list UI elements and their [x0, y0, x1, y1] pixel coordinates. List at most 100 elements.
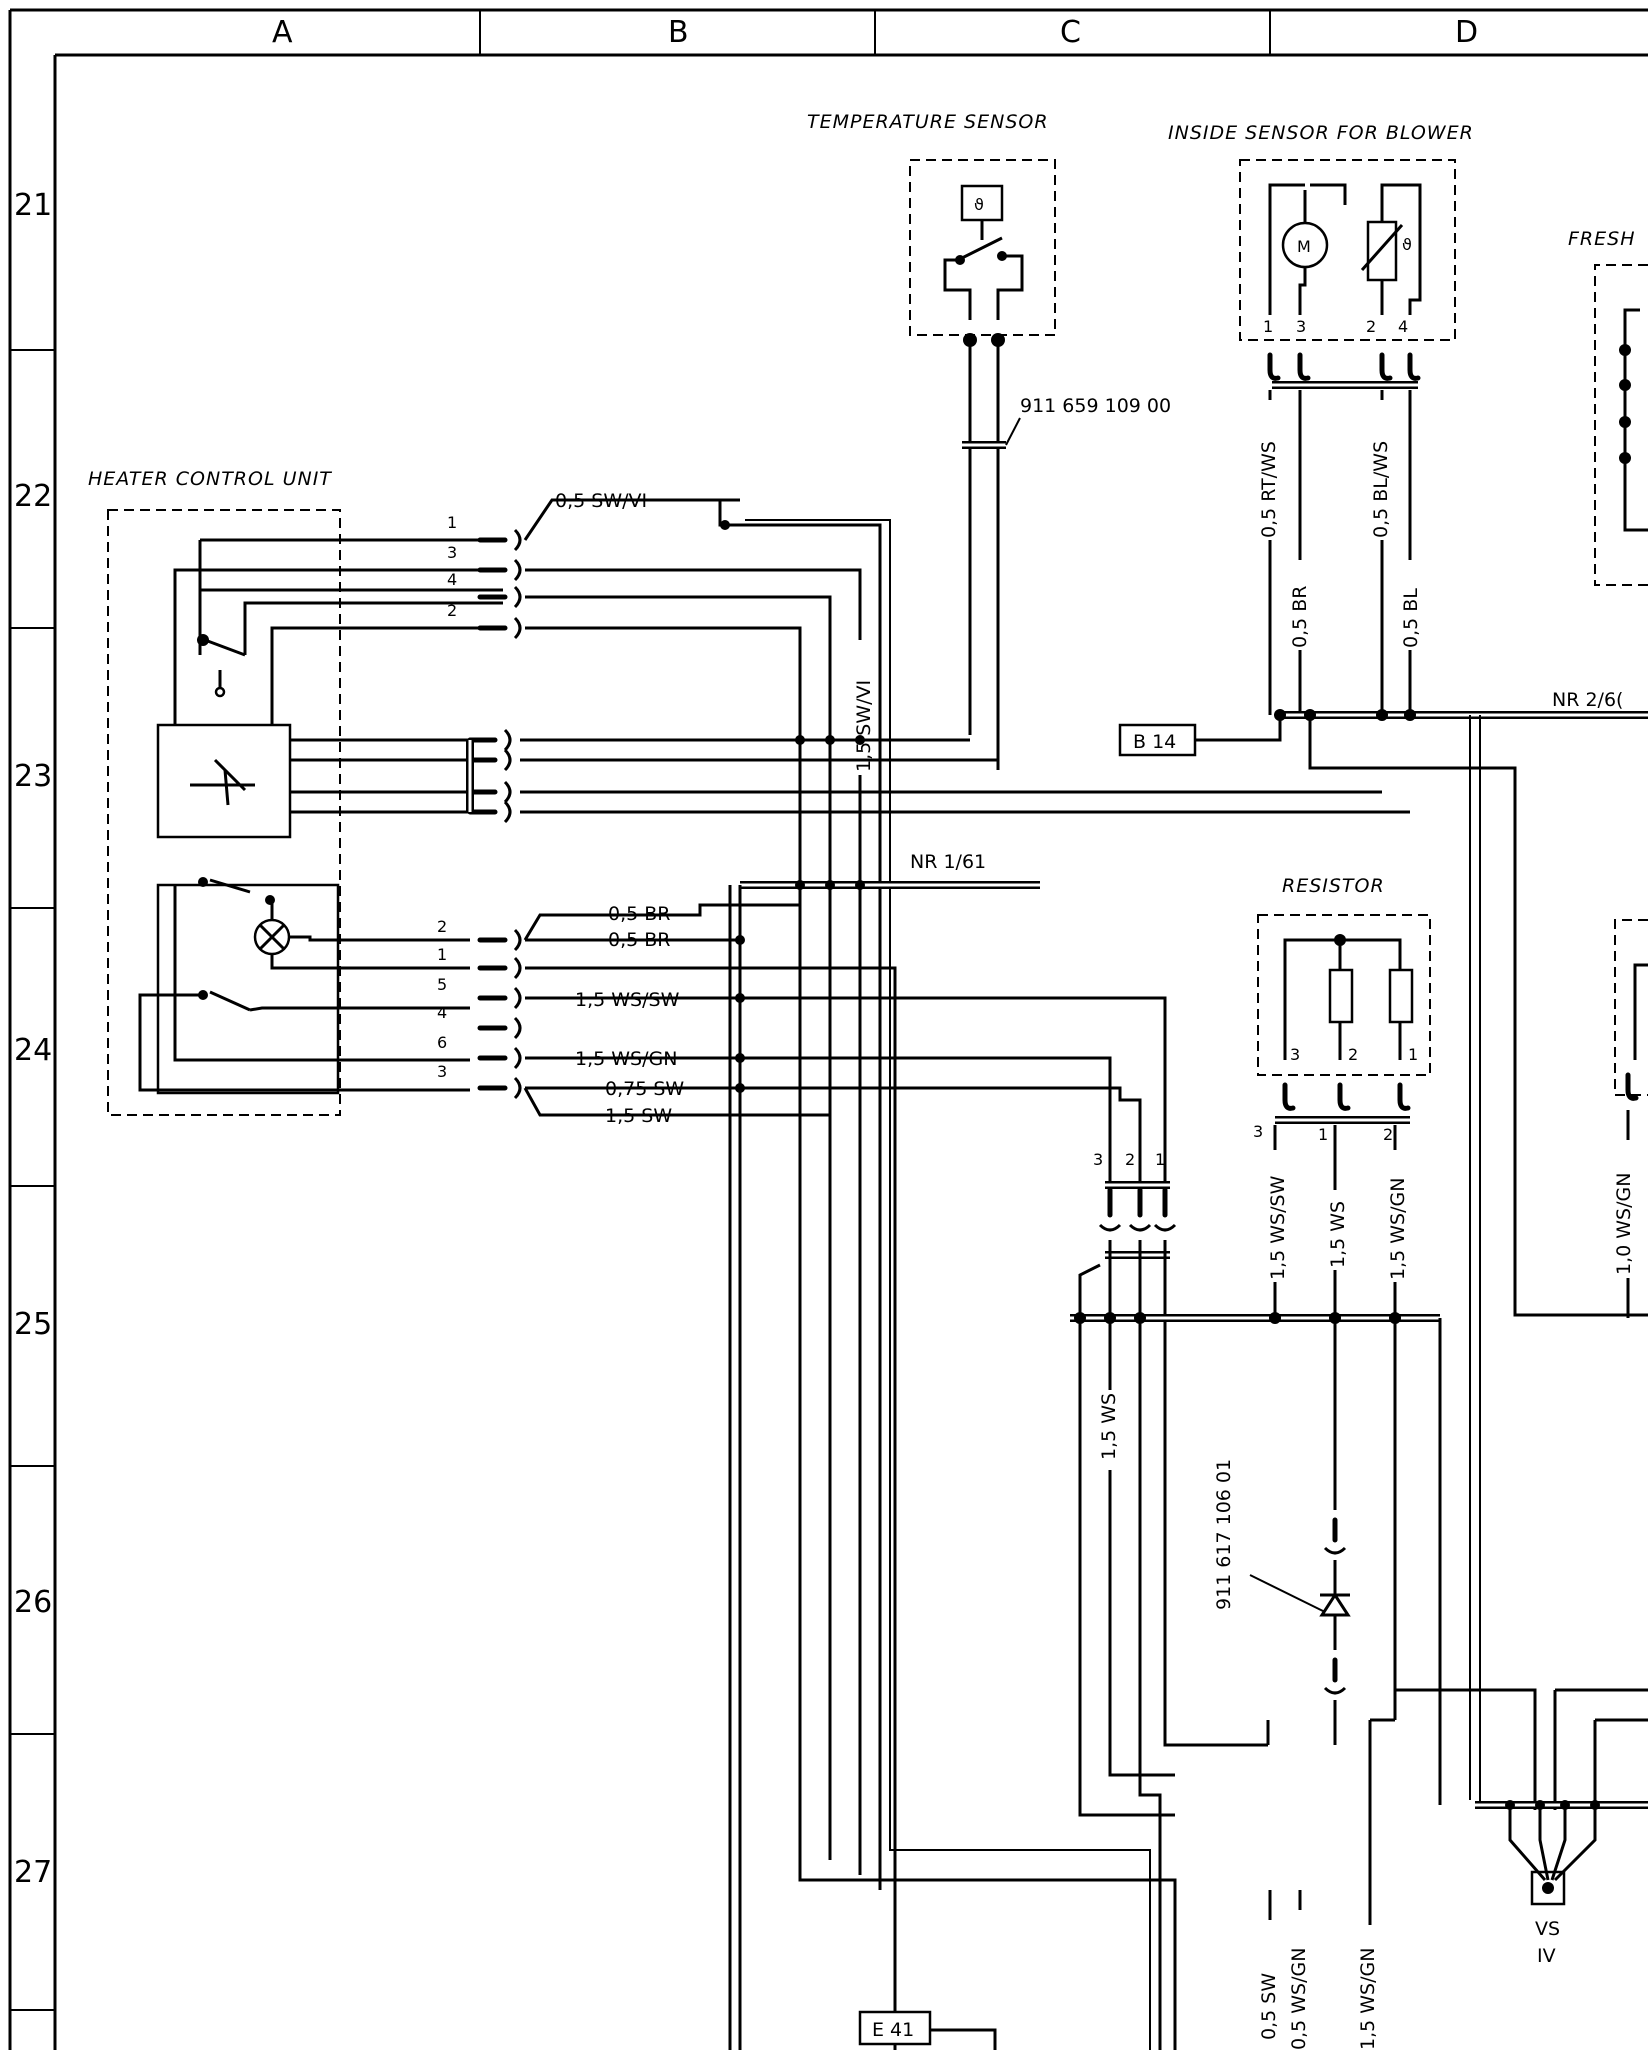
svg-text:0,5 RT/WS: 0,5 RT/WS: [1258, 441, 1280, 538]
svg-text:1,5 WS/GN: 1,5 WS/GN: [1387, 1178, 1409, 1280]
label-ws-15: 1,5 WS: [1098, 1393, 1120, 1460]
svg-text:1: 1: [1318, 1125, 1328, 1144]
column-label-d: D: [1455, 15, 1478, 50]
grid-frame: [8, 8, 1648, 2050]
temp-sensor-part-number: 911 659 109 00: [1020, 395, 1171, 417]
column-label-c: C: [1060, 15, 1081, 50]
row-label-21: 21: [14, 188, 52, 223]
row-label-26: 26: [14, 1585, 52, 1620]
temperature-sensor-theta: ϑ: [974, 195, 984, 214]
heater-control-unit-connectors-bottom: [477, 928, 522, 1100]
svg-text:0,5 BL/WS: 0,5 BL/WS: [1370, 441, 1392, 538]
row-label-24: 24: [14, 1033, 52, 1068]
b14-label: B 14: [1133, 731, 1176, 753]
resistor-element-2: [1328, 968, 1354, 1024]
e41-tag: [858, 2010, 932, 2046]
blower-sensor-theta: ϑ: [1402, 235, 1412, 254]
label-sw-vi-15: 1,5 SW/VI: [853, 680, 875, 772]
svg-text:4: 4: [447, 570, 457, 589]
motor-label: M: [1297, 237, 1311, 256]
blower-sensor-wire-labels: 0,5 RT/WS 0,5 BR 0,5 BL/WS 0,5 BL: [1252, 400, 1422, 650]
heater-control-unit-title: HEATER CONTROL UNIT: [88, 468, 332, 490]
nr-2-60-label: NR 2/6(: [1552, 689, 1623, 711]
heater-control-unit: [107, 509, 503, 1116]
svg-text:1,5 WS/SW: 1,5 WS/SW: [1267, 1175, 1289, 1280]
svg-text:0,5 BR: 0,5 BR: [608, 929, 671, 951]
temperature-sensor: ϑ: [909, 159, 1056, 347]
nr-1-61-bus: [728, 880, 1040, 2050]
inside-sensor-for-blower: M ϑ: [1239, 159, 1456, 341]
svg-text:0,5 WS/GN: 0,5 WS/GN: [1288, 1948, 1310, 2050]
resistor-title: RESISTOR: [1282, 875, 1385, 897]
row-label-27: 27: [14, 1855, 52, 1890]
temperature-sensor-leads: [962, 340, 1021, 770]
heater-control-unit-connectors-top: [198, 528, 522, 640]
svg-text:1,5 WS/GN: 1,5 WS/GN: [575, 1048, 677, 1070]
svg-text:2: 2: [1383, 1125, 1393, 1144]
fresh-component-partial: [1594, 264, 1648, 586]
nr-1-61-label: NR 1/61: [910, 851, 986, 873]
svg-text:2: 2: [1348, 1045, 1358, 1064]
bottom-wire-labels: 0,5 SW 0,5 WS/GN 1,5 WS/GN: [1253, 1890, 1379, 2050]
svg-text:1,5 WS: 1,5 WS: [1327, 1201, 1349, 1268]
lower-right-wires: [1266, 1688, 1648, 2050]
svg-text:1: 1: [1263, 317, 1273, 336]
svg-text:2: 2: [1125, 1150, 1135, 1169]
diode: [1249, 1318, 1351, 1745]
row-label-23: 23: [14, 759, 52, 794]
column-label-a: A: [272, 15, 293, 50]
hcu-bottom-wire-labels: 0,5 BR 0,5 BR 1,5 WS/SW 1,5 WS/GN 0,75 S…: [575, 903, 684, 1127]
control-module-box: [156, 723, 292, 839]
svg-text:3: 3: [1253, 1122, 1263, 1141]
svg-text:2: 2: [1366, 317, 1376, 336]
svg-text:3: 3: [1296, 317, 1306, 336]
hcu-bottom-wires: [523, 885, 1167, 2050]
heater-control-unit-pins-bottom: 2 1 5 4 6 3: [437, 917, 447, 1081]
svg-text:5: 5: [437, 975, 447, 994]
row-label-22: 22: [14, 479, 52, 514]
svg-text:1: 1: [1155, 1150, 1165, 1169]
mid-connectors: [466, 728, 512, 824]
svg-text:3: 3: [437, 1062, 447, 1081]
svg-text:1,5 WS/SW: 1,5 WS/SW: [575, 989, 680, 1011]
svg-text:4: 4: [1398, 317, 1408, 336]
temperature-sensor-title: TEMPERATURE SENSOR: [807, 111, 1049, 133]
thermistor-symbol: [1366, 220, 1398, 282]
svg-text:2: 2: [437, 917, 447, 936]
fresh-title: FRESH: [1568, 228, 1635, 250]
svg-text:0,5 BR: 0,5 BR: [608, 903, 671, 925]
hcu-top-wires: [523, 498, 1177, 2050]
svg-text:2: 2: [447, 601, 457, 620]
row-label-25: 25: [14, 1307, 52, 1342]
svg-text:3: 3: [447, 543, 457, 562]
svg-text:1,5 SW: 1,5 SW: [605, 1105, 672, 1127]
resistor-element-1: [1388, 968, 1414, 1024]
b14-tag: [1118, 723, 1197, 757]
svg-text:0,5 BR: 0,5 BR: [1289, 586, 1311, 649]
e41-wire: [930, 2028, 997, 2050]
blower-sensor-pins: 1 3 2 4: [1263, 317, 1421, 389]
label-sw-vi-05: 0,5 SW/VI: [555, 490, 647, 512]
svg-text:0,75 SW: 0,75 SW: [605, 1078, 684, 1100]
e41-label: E 41: [872, 2019, 914, 2041]
svg-text:6: 6: [437, 1033, 447, 1052]
vs-iv-splice: [1508, 1805, 1597, 1906]
vs-sub-label: IV: [1537, 1945, 1556, 1967]
svg-text:1,5 WS/GN: 1,5 WS/GN: [1357, 1948, 1379, 2050]
inside-sensor-title: INSIDE SENSOR FOR BLOWER: [1168, 122, 1474, 144]
svg-text:4: 4: [437, 1003, 447, 1022]
resistor-wire-labels: 1,5 WS/SW 1,5 WS 1,5 WS/GN: [1262, 1150, 1409, 1282]
three-pin-connector: 3 2 1: [1078, 1150, 1268, 1747]
svg-text:1: 1: [447, 513, 457, 532]
svg-text:3: 3: [1093, 1150, 1103, 1169]
diode-part-number: 911 617 106 01: [1213, 1459, 1235, 1610]
mid-bus-wires: [520, 735, 1410, 814]
svg-text:0,5 BL: 0,5 BL: [1400, 588, 1422, 648]
vs-label: VS: [1535, 1918, 1560, 1940]
svg-text:0,5 SW: 0,5 SW: [1258, 1973, 1280, 2040]
heater-control-unit-pins-top: 1 3 4 2: [447, 513, 457, 620]
row-25-bus: [1070, 1312, 1537, 2050]
label-right-ws-gn: 1,0 WS/GN: [1613, 1173, 1635, 1275]
svg-text:3: 3: [1290, 1045, 1300, 1064]
